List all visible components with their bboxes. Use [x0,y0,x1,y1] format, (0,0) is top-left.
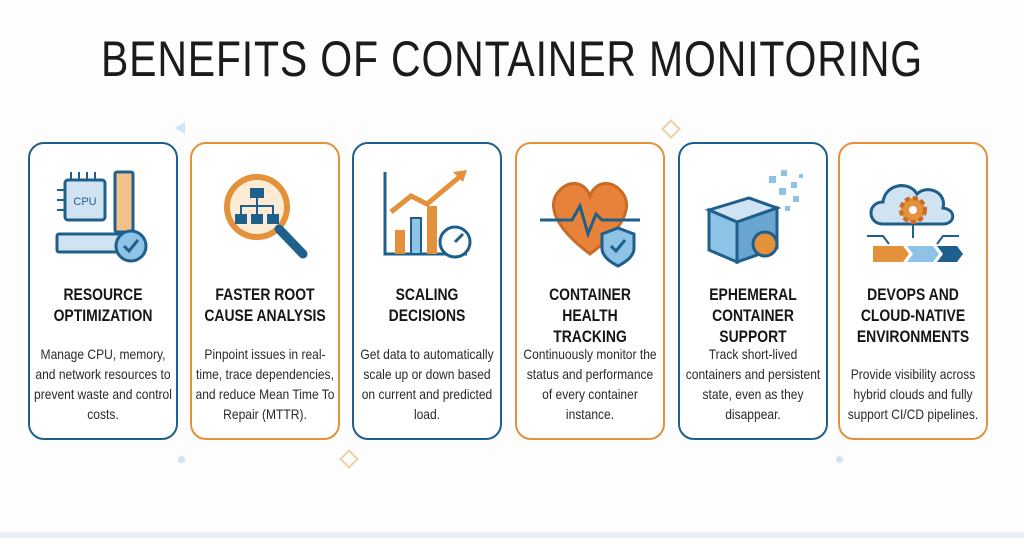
page-title: BENEFITS OF CONTAINER MONITORING [101,31,923,87]
card-title: EPHEMERAL CONTAINER SUPPORT [709,285,797,346]
diamond-decoration [661,119,681,139]
card-description: Get data to automatically scale up or do… [360,346,494,422]
card-container-health-tracking: CONTAINER HEALTH TRACKING Continuously m… [515,142,665,440]
diamond-decoration [339,449,359,469]
cpu-label: CPU [73,196,96,208]
card-title: CONTAINER HEALTH TRACKING [549,285,631,346]
magnifier-hierarchy-icon [192,162,338,272]
dot-decoration [178,456,185,463]
card-description: Manage CPU, memory, and network resource… [34,346,172,422]
card-devops-cloud-native: DEVOPS AND CLOUD-NATIVE ENVIRONMENTS Pro… [838,142,988,440]
card-description: Pinpoint issues in real-time, trace depe… [195,346,335,422]
card-title: DEVOPS AND CLOUD-NATIVE ENVIRONMENTS [856,285,970,346]
dot-decoration [836,456,843,463]
card-title: SCALING DECISIONS [388,285,466,325]
card-title: FASTER ROOT CAUSE ANALYSIS [204,285,326,325]
heart-pulse-shield-icon [517,162,663,272]
growth-chart-gauge-icon [354,162,500,272]
dissolving-container-icon [680,162,826,272]
triangle-decoration [175,122,185,134]
card-resource-optimization: CPU RESOURCE OPTIMIZATION Manage CPU, me… [28,142,178,440]
card-ephemeral-container-support: EPHEMERAL CONTAINER SUPPORT Track short-… [678,142,828,440]
cloud-gear-pipeline-icon [840,162,986,272]
card-scaling-decisions: SCALING DECISIONS Get data to automatica… [352,142,502,440]
bottom-border [0,532,1024,538]
card-description: Continuously monitor the status and perf… [523,346,657,422]
card-title: RESOURCE OPTIMIZATION [53,285,153,325]
cpu-memory-check-icon: CPU [30,162,176,272]
card-description: Provide visibility across hybrid clouds … [847,366,979,422]
card-faster-root-cause-analysis: FASTER ROOT CAUSE ANALYSIS Pinpoint issu… [190,142,340,440]
card-description: Track short-lived containers and persist… [685,346,821,422]
